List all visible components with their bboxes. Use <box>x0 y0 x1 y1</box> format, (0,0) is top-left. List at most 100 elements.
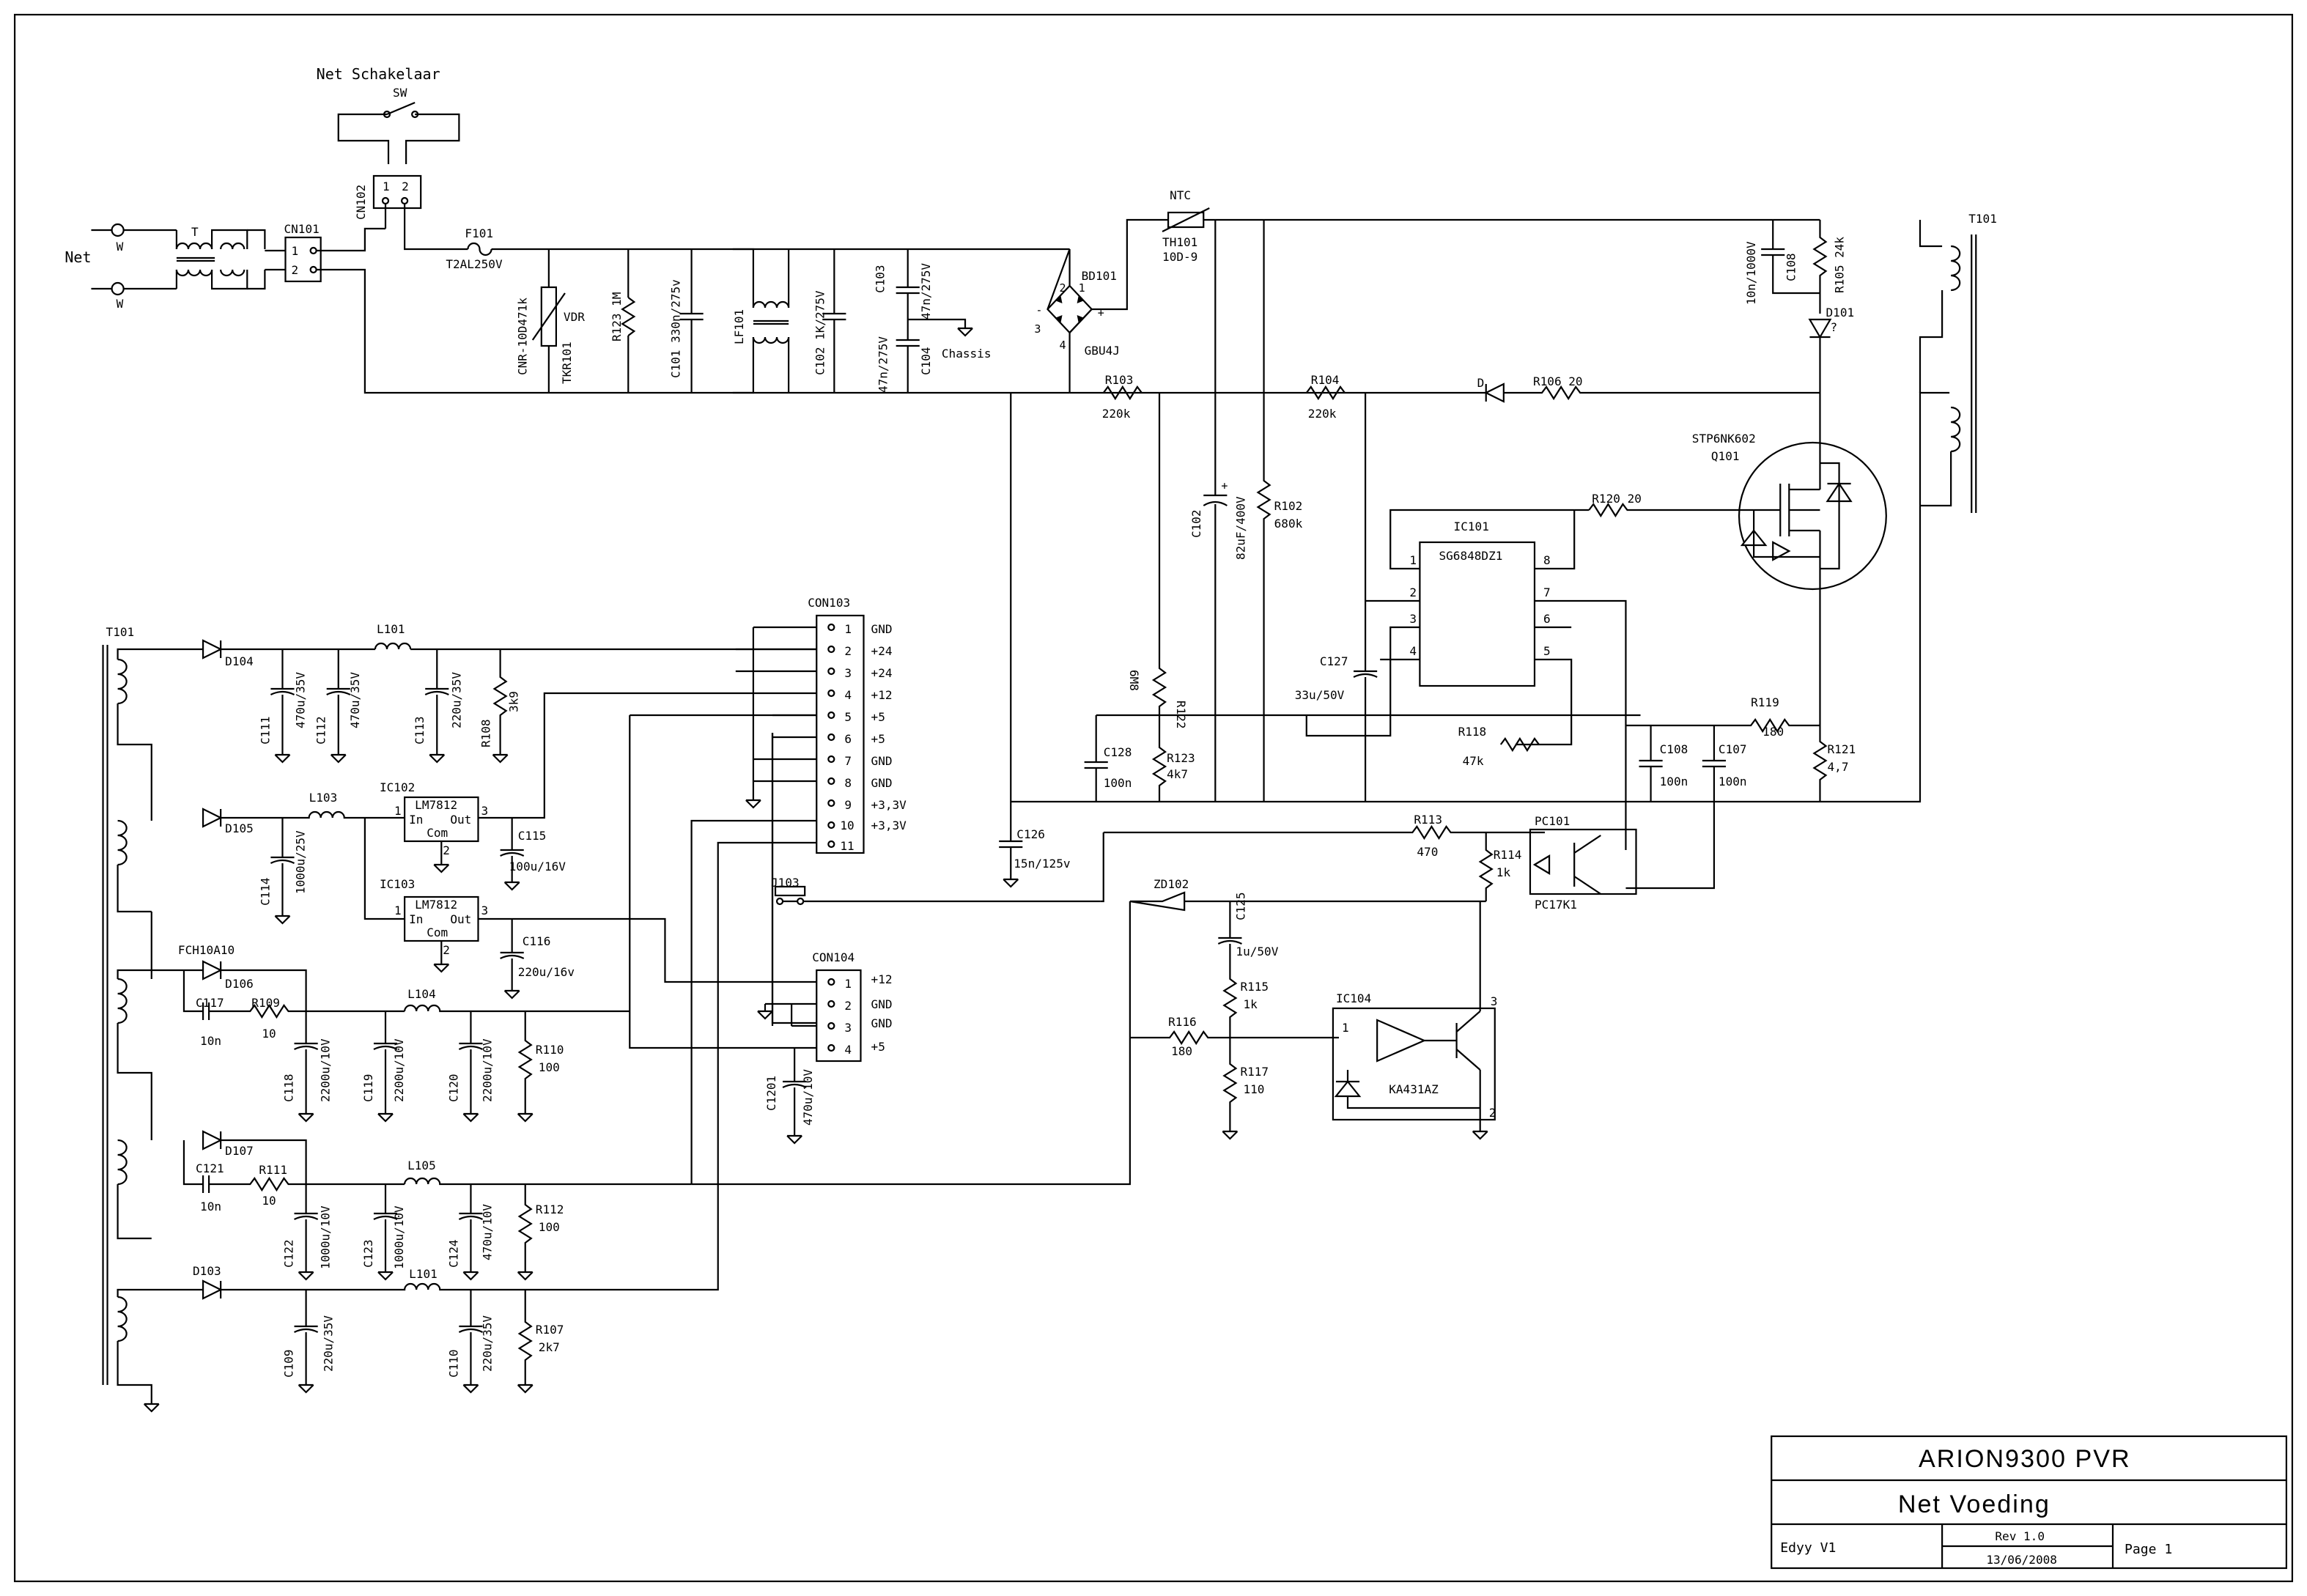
svg-text:R115: R115 <box>1240 980 1269 994</box>
svg-text:2200u/10V: 2200u/10V <box>481 1038 495 1102</box>
svg-text:3: 3 <box>844 666 852 680</box>
svg-text:470u/10V: 470u/10V <box>481 1204 495 1260</box>
svg-text:1000u/25V: 1000u/25V <box>294 830 308 894</box>
ic101-pwm-controller <box>1419 541 1536 687</box>
svg-text:-: - <box>1036 303 1042 317</box>
svg-text:1k: 1k <box>1243 997 1258 1011</box>
switch-ref: SW <box>393 86 407 100</box>
svg-text:R109: R109 <box>251 996 280 1010</box>
svg-text:4: 4 <box>1060 339 1066 352</box>
lf101-line-filter: LF101 <box>732 248 790 394</box>
svg-text:680k: 680k <box>1274 517 1303 531</box>
svg-text:TH101: TH101 <box>1162 235 1197 249</box>
svg-text:GND: GND <box>871 754 893 768</box>
svg-text:R113: R113 <box>1414 813 1442 827</box>
title-date: 13/06/2008 <box>1986 1553 2057 1567</box>
svg-text:1u/50V: 1u/50V <box>1236 945 1278 958</box>
svg-text:C104: C104 <box>919 347 933 375</box>
svg-text:2200u/10V: 2200u/10V <box>319 1038 333 1102</box>
svg-text:FCH10A10: FCH10A10 <box>178 943 235 957</box>
svg-text:15n/125v: 15n/125v <box>1014 857 1070 871</box>
svg-text:L105: L105 <box>407 1159 436 1172</box>
svg-text:220u/35V: 220u/35V <box>481 1315 495 1372</box>
ic104-shunt-regulator <box>1332 1007 1496 1121</box>
svg-text:1k: 1k <box>1496 865 1511 879</box>
mains-input-section: Net Schakelaar SW CN102 1 2 Net W W T CN… <box>64 65 1820 394</box>
svg-text:100n: 100n <box>1719 775 1747 788</box>
svg-text:LF101: LF101 <box>732 309 746 344</box>
svg-text:R106 20: R106 20 <box>1533 374 1583 388</box>
svg-text:C108: C108 <box>1660 742 1688 756</box>
svg-text:PC17K1: PC17K1 <box>1535 898 1577 912</box>
svg-text:C120: C120 <box>446 1074 460 1102</box>
svg-text:C121: C121 <box>196 1161 224 1175</box>
svg-text:L101: L101 <box>377 622 405 636</box>
svg-text:D: D <box>1477 376 1485 390</box>
svg-text:T101: T101 <box>1968 212 1997 226</box>
svg-text:100u/16V: 100u/16V <box>509 860 566 873</box>
svg-text:C122: C122 <box>281 1239 295 1268</box>
svg-text:R103: R103 <box>1105 373 1134 387</box>
svg-text:2: 2 <box>1489 1106 1496 1120</box>
svg-text:+24: +24 <box>871 666 893 680</box>
svg-text:47n/275V: 47n/275V <box>876 336 890 393</box>
svg-text:4,7: 4,7 <box>1828 760 1849 774</box>
svg-text:1: 1 <box>1079 281 1085 295</box>
svg-text:220k: 220k <box>1102 407 1131 421</box>
svg-text:R112: R112 <box>536 1202 564 1216</box>
svg-text:IC103: IC103 <box>380 877 415 891</box>
svg-text:In: In <box>409 912 423 926</box>
title-revision: Rev 1.0 <box>1995 1529 2045 1543</box>
svg-text:1: 1 <box>394 904 402 917</box>
svg-text:KA431AZ: KA431AZ <box>1389 1082 1439 1096</box>
cn102-pin2: 2 <box>402 180 409 193</box>
svg-text:10n: 10n <box>200 1034 221 1048</box>
svg-text:C123: C123 <box>361 1239 375 1268</box>
svg-text:+: + <box>1098 306 1104 319</box>
svg-text:8: 8 <box>844 776 852 790</box>
svg-text:10D-9: 10D-9 <box>1162 250 1197 264</box>
svg-text:3: 3 <box>844 1021 852 1035</box>
svg-text:10n: 10n <box>200 1200 221 1213</box>
svg-text:C108: C108 <box>1784 253 1798 281</box>
svg-text:+12: +12 <box>871 688 893 702</box>
title-page: Page 1 <box>2125 1542 2172 1557</box>
svg-text:470u/10V: 470u/10V <box>801 1069 815 1126</box>
svg-text:C127: C127 <box>1320 654 1348 668</box>
svg-text:470u/35V: 470u/35V <box>348 672 362 728</box>
svg-text:GND: GND <box>871 776 893 790</box>
svg-text:C115: C115 <box>518 829 547 843</box>
svg-text:Com: Com <box>427 826 448 840</box>
ntc-label: NTC <box>1170 188 1191 202</box>
svg-text:ZD102: ZD102 <box>1154 877 1189 891</box>
svg-text:180: 180 <box>1762 725 1784 739</box>
f101-label: F101 <box>465 226 493 240</box>
svg-text:Out: Out <box>450 813 471 827</box>
svg-text:7: 7 <box>1543 585 1551 599</box>
svg-text:47n/275V: 47n/275V <box>919 263 933 319</box>
svg-text:6: 6 <box>844 732 852 746</box>
c103-c104-y-caps: C103 47n/275V 47n/275V C104 Chassis <box>874 249 992 393</box>
svg-text:10: 10 <box>840 819 854 832</box>
svg-text:5: 5 <box>1543 644 1551 658</box>
svg-text:IC102: IC102 <box>380 780 415 794</box>
svg-text:IC101: IC101 <box>1454 520 1489 533</box>
svg-text:2: 2 <box>844 644 852 658</box>
svg-text:C116: C116 <box>523 934 551 948</box>
net-label: Net <box>64 248 91 266</box>
svg-text:2: 2 <box>443 943 450 957</box>
svg-text:R119: R119 <box>1751 695 1779 709</box>
svg-text:+5: +5 <box>871 732 885 746</box>
svg-text:Out: Out <box>450 912 471 926</box>
svg-text:3: 3 <box>1034 322 1041 336</box>
svg-text:4: 4 <box>844 688 852 702</box>
svg-text:3: 3 <box>1491 994 1498 1008</box>
svg-text:11: 11 <box>840 839 854 853</box>
svg-text:220u/16v: 220u/16v <box>518 965 575 979</box>
svg-text:R107: R107 <box>536 1323 564 1337</box>
svg-text:R110: R110 <box>536 1043 564 1057</box>
svg-text:T101: T101 <box>106 625 135 639</box>
svg-text:C101 330n/275v: C101 330n/275v <box>669 279 683 378</box>
svg-text:W: W <box>117 297 124 311</box>
